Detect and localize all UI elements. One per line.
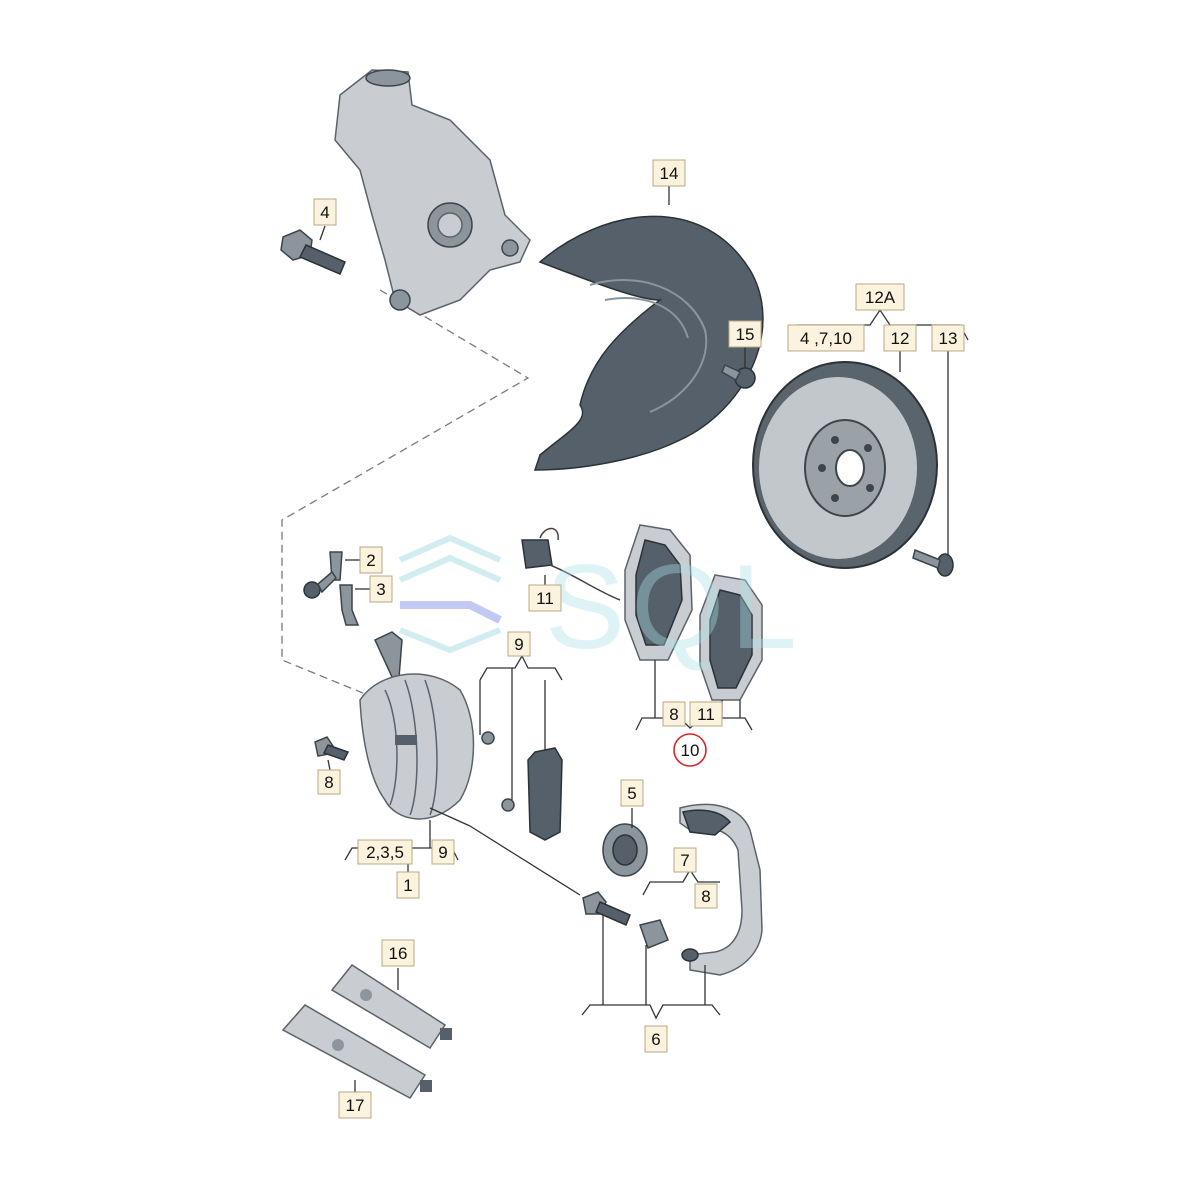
callout-10-pad-kit: 10 <box>673 733 707 767</box>
bleeder-screw <box>303 551 343 599</box>
callout-11-sensor: 11 <box>528 584 562 612</box>
callout-16-text: 16 <box>389 944 408 963</box>
callout-4-text: 4 <box>320 203 329 222</box>
carrier-bolt <box>582 891 631 926</box>
brake-disc <box>752 361 938 569</box>
callout-1: 1 <box>396 871 420 899</box>
assembly-dash-line <box>281 289 530 701</box>
callout-2-3-5-text: 2,3,5 <box>366 843 404 862</box>
pad-set <box>481 731 563 841</box>
callout-2-text: 2 <box>366 551 375 570</box>
callout-16: 16 <box>381 939 415 967</box>
callout-12: 12 <box>883 324 917 352</box>
callout-3-text: 3 <box>376 580 385 599</box>
callout-2-3-5: 2,3,5 <box>357 839 413 865</box>
steering-knuckle <box>334 69 531 316</box>
guide-bolt <box>314 736 350 761</box>
callout-4-7-10-text: 4 ,7,10 <box>800 329 852 348</box>
knuckle-bolt <box>280 229 346 275</box>
piston-seal <box>602 823 648 877</box>
callout-3: 3 <box>369 575 393 603</box>
callout-12A: 12A <box>855 283 905 311</box>
callout-7-text: 7 <box>680 851 689 870</box>
callout-5: 5 <box>620 779 644 807</box>
callout-5-text: 5 <box>627 784 636 803</box>
callout-14: 14 <box>652 159 686 187</box>
bleeder-cap <box>339 584 360 626</box>
callout-15-text: 15 <box>736 325 755 344</box>
callout-6-text: 6 <box>651 1030 660 1049</box>
callout-9-pad-set: 9 <box>507 631 531 657</box>
callout-8-bolt-text: 8 <box>324 773 333 792</box>
callout-12-text: 12 <box>891 329 910 348</box>
callout-7: 7 <box>673 847 697 873</box>
callout-4-7-10: 4 ,7,10 <box>787 324 865 352</box>
callout-1-text: 1 <box>403 876 412 895</box>
disc-screw <box>912 548 954 577</box>
callout-9-caliper-text: 9 <box>438 843 447 862</box>
callout-2: 2 <box>359 546 383 574</box>
callout-14-text: 14 <box>660 164 679 183</box>
callout-12A-text: 12A <box>865 288 896 307</box>
callout-6: 6 <box>644 1025 668 1053</box>
brake-pad-inner <box>699 574 763 701</box>
callout-8-pad-text: 8 <box>669 705 678 724</box>
splash-shield <box>533 215 764 471</box>
callout-9-caliper: 9 <box>431 839 455 865</box>
callout-17-text: 17 <box>346 1096 365 1115</box>
brake-pad-outer <box>624 524 693 661</box>
grease-tube-16 <box>330 964 452 1050</box>
callout-8-carrier-text: 8 <box>701 887 710 906</box>
wear-sensor <box>521 527 621 601</box>
callout-8-carrier: 8 <box>694 883 718 909</box>
callout-15: 15 <box>728 320 762 348</box>
callout-13: 13 <box>931 324 965 352</box>
callout-17: 17 <box>338 1091 372 1119</box>
grease-tube-17 <box>281 1004 432 1099</box>
guide-pin <box>639 919 699 962</box>
watermark: SQL <box>398 534 803 674</box>
callout-8-pad: 8 <box>662 701 686 727</box>
callout-8-bolt: 8 <box>317 769 341 795</box>
watermark-text: SQL <box>545 540 803 674</box>
callout-11-kit: 11 <box>689 701 723 727</box>
callout-9-pad-set-text: 9 <box>514 635 523 654</box>
callout-4: 4 <box>313 198 337 226</box>
callout-11-kit-text: 11 <box>697 705 715 724</box>
callout-13-text: 13 <box>939 329 958 348</box>
callout-11-sensor-text: 11 <box>536 589 554 608</box>
brake-caliper <box>359 631 475 820</box>
callout-10-pad-kit-text: 10 <box>681 741 700 760</box>
